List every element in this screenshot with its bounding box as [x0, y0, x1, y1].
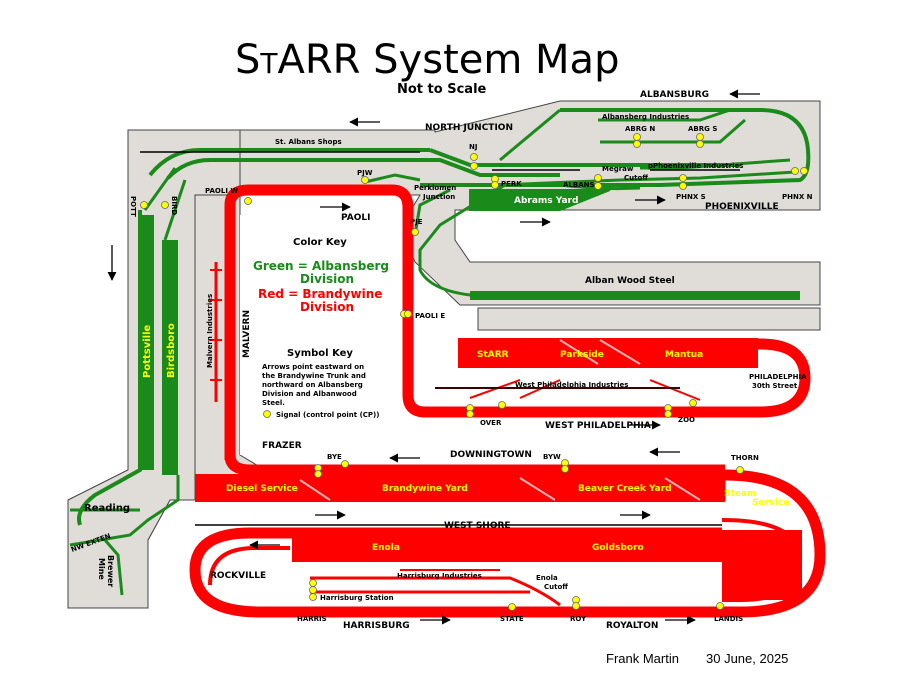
label-steam: Steam [724, 489, 756, 499]
key-green-1: Green = Albansberg [253, 259, 389, 273]
label-north-junction: NORTH JUNCTION [425, 123, 513, 133]
label-paoli: PAOLI [341, 213, 370, 223]
downingtown-yards [195, 474, 725, 502]
label-harrisburg-ind: Harrisburg Industries [397, 572, 482, 580]
label-harrisburg: HARRISBURG [343, 621, 410, 631]
label-albansberg-ind: Albansberg Industries [602, 113, 689, 121]
label-downingtown: DOWNINGTOWN [450, 450, 532, 460]
label-malvern: MALVERN [242, 310, 252, 358]
label-goldsboro: Goldsboro [592, 543, 644, 553]
label-junction: Junction [422, 193, 455, 201]
label-30th-street: 30th Street [752, 382, 798, 390]
label-nj: NJ [469, 143, 477, 151]
symbol-key-line-1: Arrows point eastward on [262, 363, 364, 371]
enola-goldsboro-yards [292, 534, 722, 562]
label-wp-industries: West Philadelphia Industries [515, 381, 628, 389]
label-over: OVER [480, 419, 502, 427]
color-key: Color Key Green = Albansberg Division Re… [253, 237, 389, 314]
signals [140, 133, 808, 611]
key-red-1: Red = Brandywine [258, 287, 382, 301]
label-phoenixville-ind: pPhoenixville Industries [648, 162, 743, 170]
label-roy: ROY [570, 615, 587, 623]
label-bye: BYE [327, 453, 342, 461]
symbol-key-line-2: the Brandywine Trunk and [262, 372, 366, 380]
label-rockville: ROCKVILLE [210, 571, 266, 581]
label-zoo: ZOO [678, 416, 695, 424]
yard-labels: Abrams Yard StARR Parkside Mantua Diesel… [226, 196, 789, 553]
label-albansburg: ALBANSBURG [640, 90, 709, 100]
label-cutoff: Cutoff [624, 174, 648, 182]
label-thorn: THORN [731, 454, 759, 462]
pottsville-yard [138, 215, 154, 470]
label-royalton: ROYALTON [606, 621, 658, 631]
label-west-philadelphia: WEST PHILADELPHIA [545, 421, 651, 431]
label-harris: HARRIS [297, 615, 327, 623]
label-byw: BYW [543, 453, 561, 461]
label-reading: Reading [84, 503, 130, 514]
label-st-albans-shops: St. Albans Shops [275, 138, 342, 146]
label-abrams-yard: Abrams Yard [514, 196, 578, 206]
label-paoli-w: PAOLI W [205, 187, 238, 195]
label-malvern-ind: Malvern Industries [206, 294, 214, 368]
label-pje: PJE [410, 218, 423, 226]
label-diesel: Diesel Service [226, 484, 298, 494]
label-pjw: PJW [357, 169, 373, 177]
label-alban-wood: Alban Wood Steel [585, 276, 675, 286]
symbol-key-title: Symbol Key [287, 348, 353, 359]
label-landis: LANDIS [714, 615, 743, 623]
label-phoenixville: PHOENIXVILLE [705, 202, 779, 212]
label-enola-cutoff-2: Cutoff [544, 583, 568, 591]
black-lines [140, 151, 740, 526]
label-paoli-e: PAOLI E [415, 312, 445, 320]
label-birdsboro: Birdsboro [166, 323, 177, 378]
label-phnx-s: PHNX S [676, 193, 706, 201]
map-title: STARR System Map [235, 37, 619, 83]
label-frazer: FRAZER [262, 441, 302, 451]
key-green-2: Division [300, 272, 354, 286]
label-beaver-creek: Beaver Creek Yard [578, 484, 672, 494]
label-phnx-n: PHNX N [782, 193, 813, 201]
label-bird: BIRD [170, 196, 178, 215]
label-state: STATE [500, 615, 524, 623]
place-labels: ALBANSBURG Albansberg Industries ABRG N … [84, 90, 813, 631]
abrams-yard [469, 189, 611, 211]
symbol-key-line-4: Division and Albanwood [262, 390, 357, 398]
birdsboro-yard [162, 240, 178, 475]
label-abrg-n: ABRG N [625, 125, 655, 133]
label-brewer: Brewer [106, 555, 115, 587]
label-enola: Enola [372, 543, 400, 553]
key-box [240, 215, 390, 455]
label-megraw: Megraw [602, 165, 634, 173]
label-parkside: Parkside [560, 350, 604, 360]
symbol-key-line-3: northward on Albansberg [262, 381, 363, 389]
color-key-title: Color Key [293, 237, 347, 248]
label-brandywine-yard: Brandywine Yard [382, 484, 468, 494]
title-group: STARR System Map Not to Scale [235, 37, 619, 97]
label-mantua: Mantua [665, 350, 703, 360]
label-abrg-s: ABRG S [688, 125, 717, 133]
label-pott: POTT [129, 196, 137, 217]
label-enola-cutoff-1: Enola [536, 574, 558, 582]
alban-wood-steel-track [470, 291, 800, 300]
signal-key-label: Signal (control point (CP)) [276, 411, 379, 419]
label-starr: StARR [477, 350, 509, 360]
key-red-2: Division [300, 300, 354, 314]
direction-arrows [107, 89, 760, 625]
symbol-key: Symbol Key Arrows point eastward on the … [262, 348, 379, 419]
footer-date: 30 June, 2025 [706, 651, 789, 666]
label-service: Service [752, 498, 789, 508]
map-subtitle: Not to Scale [397, 82, 487, 97]
label-pottsville: Pottsville [142, 324, 153, 378]
footer-author: Frank Martin [606, 651, 679, 666]
label-harrisburg-station: Harrisburg Station [320, 594, 394, 602]
label-perkiomen: Perkiomen [414, 184, 456, 192]
label-albans: ALBANS [563, 181, 595, 189]
philadelphia-yards [458, 338, 758, 368]
label-west-shore: WEST SHORE [444, 521, 511, 531]
label-perk: PERK [501, 180, 522, 188]
label-mine: Mine [97, 558, 106, 580]
symbol-key-line-5: Steel. [262, 399, 285, 407]
label-philadelphia: PHILADELPHIA [749, 373, 807, 381]
